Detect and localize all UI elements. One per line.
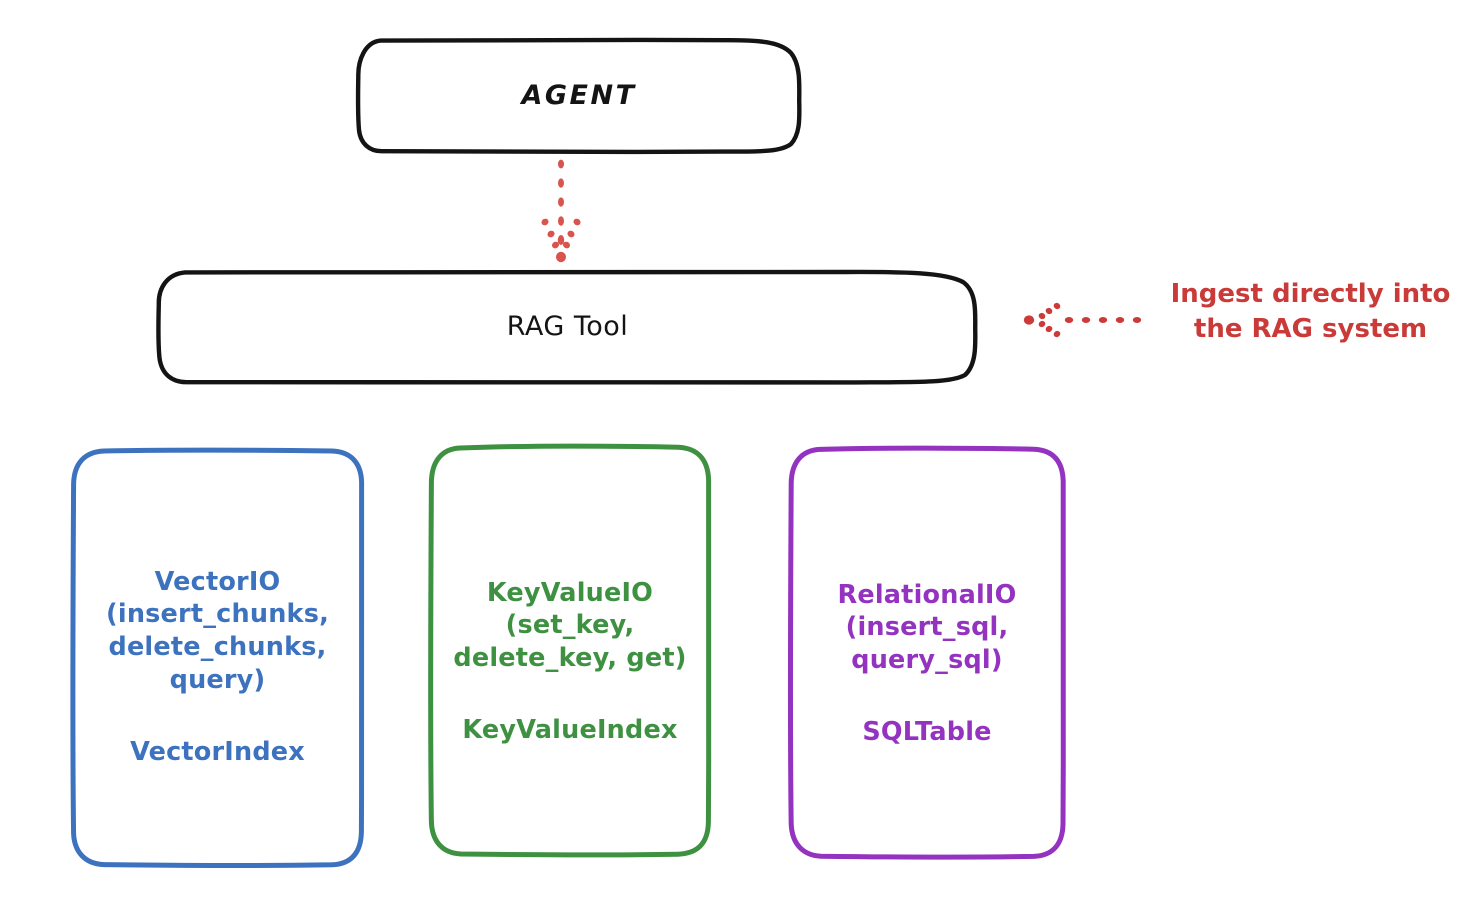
node-relational-io[interactable]: RelationalIO (insert_sql, query_sql) SQL… xyxy=(788,445,1067,860)
connector-agent-to-rag-tool-icon xyxy=(541,159,581,263)
vector-io-api-label: VectorIO (insert_chunks, delete_chunks, … xyxy=(106,566,329,695)
node-key-value-io[interactable]: KeyValueIO (set_key, delete_key, get) Ke… xyxy=(428,443,712,858)
node-rag-tool[interactable]: RAG Tool xyxy=(155,269,980,386)
relational-io-index-label: SQLTable xyxy=(862,717,992,748)
node-agent-label: AGENT xyxy=(521,79,637,111)
node-key-value-io-text: KeyValueIO (set_key, delete_key, get) Ke… xyxy=(428,444,712,779)
relational-io-api-label: RelationalIO (insert_sql, query_sql) xyxy=(837,579,1017,675)
relational-io-box-outline xyxy=(788,445,1067,860)
node-rag-tool-label: RAG Tool xyxy=(506,310,629,342)
vector-io-box-outline xyxy=(70,447,365,868)
connector-ingest-note-to-rag-tool-icon xyxy=(1023,302,1142,338)
key-value-io-box-outline xyxy=(428,443,712,858)
annotation-ingest-text: Ingest directly into the RAG system xyxy=(1170,279,1451,344)
node-vector-io-text: VectorIO (insert_chunks, delete_chunks, … xyxy=(70,448,365,801)
vector-io-index-label: VectorIndex xyxy=(130,736,305,767)
key-value-io-index-label: KeyValueIndex xyxy=(462,715,678,746)
rag-tool-box-outline xyxy=(156,269,978,386)
node-relational-io-text: RelationalIO (insert_sql, query_sql) SQL… xyxy=(788,446,1066,781)
key-value-io-api-label: KeyValueIO (set_key, delete_key, get) xyxy=(453,577,687,673)
node-agent[interactable]: AGENT xyxy=(355,37,802,155)
node-vector-io[interactable]: VectorIO (insert_chunks, delete_chunks, … xyxy=(70,447,365,868)
agent-box-outline xyxy=(355,37,802,155)
